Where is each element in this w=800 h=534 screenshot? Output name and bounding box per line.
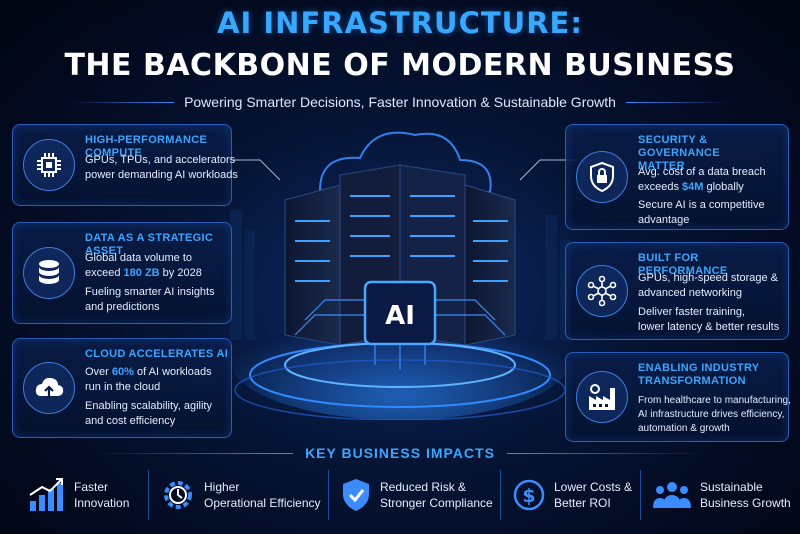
card-text: advantage [638, 214, 690, 226]
card-text-highlight: Over 60% of AI workloads [85, 366, 212, 378]
impacts-title: KEY BUSINESS IMPACTS [305, 445, 495, 461]
highlight-value: 60% [111, 366, 134, 378]
card-text: GPUs, high-speed storage & [638, 272, 779, 284]
impacts-divider-right [506, 452, 707, 454]
card-text: AI infrastructure drives efficiency, [638, 409, 785, 420]
network-nodes-icon [576, 265, 628, 317]
server-leds [295, 195, 508, 282]
ai-chip-label: AI [385, 301, 415, 331]
card-text-highlight: exceeds $4M globally [638, 181, 744, 193]
growth-chart-icon [29, 478, 63, 511]
card-built-for-performance: BUILT FOR PERFORMANCE GPUs, high-speed s… [565, 242, 789, 340]
card-title: DATA AS A STRATEGIC ASSET [85, 232, 214, 257]
card-high-performance-compute: HIGH-PERFORMANCE COMPUTE GPUs, TPUs, and… [12, 124, 238, 206]
impacts-header: KEY BUSINESS IMPACTS [0, 444, 800, 462]
ai-server-graphic: AI [230, 131, 570, 420]
people-group-icon [653, 482, 691, 508]
card-text: GPUs, TPUs, and accelerators [85, 154, 236, 166]
card-text: From healthcare to manufacturing, [638, 395, 791, 406]
title-line-2: THE BACKBONE OF MODERN BUSINESS [64, 48, 736, 83]
card-text: Deliver faster training, [638, 306, 745, 318]
card-text: Avg. cost of a data breach [638, 166, 766, 178]
factory-gear-icon [576, 371, 628, 423]
subtitle-row: Powering Smarter Decisions, Faster Innov… [70, 92, 730, 112]
card-text: power demanding AI workloads [85, 169, 238, 181]
card-text: run in the cloud [85, 381, 161, 393]
impact-reduced-risk: Reduced Risk &Stronger Compliance [340, 466, 493, 524]
ai-chip [363, 280, 437, 346]
card-text: advanced networking [638, 287, 742, 299]
circuit-traces [294, 299, 506, 370]
card-title: CLOUD ACCELERATES AI [85, 348, 229, 360]
cloud-icon [318, 131, 492, 194]
impacts-divider-left [93, 452, 294, 454]
cpu-chip-icon [23, 139, 75, 191]
impact-separator [148, 470, 149, 520]
card-title: BUILT FOR PERFORMANCE [638, 252, 728, 277]
card-text: Enabling scalability, agility [85, 400, 212, 412]
impact-label: Reduced Risk &Stronger Compliance [380, 480, 493, 510]
impact-label: Lower Costs &Better ROI [554, 480, 633, 510]
card-title: HIGH-PERFORMANCE COMPUTE [85, 134, 208, 159]
card-text-highlight: exceed 180 ZB by 2028 [85, 267, 202, 279]
subtitle: Powering Smarter Decisions, Faster Innov… [184, 94, 616, 110]
impact-separator [500, 470, 501, 520]
impact-separator [328, 470, 329, 520]
card-text: and predictions [85, 301, 160, 313]
subtitle-divider-right [625, 101, 730, 103]
card-text: lower latency & better results [638, 321, 780, 333]
highlight-value: $4M [682, 181, 704, 193]
impact-separator [640, 470, 641, 520]
shield-check-icon [343, 479, 369, 511]
card-text: Fueling smarter AI insights [85, 286, 215, 298]
gear-clock-icon [164, 481, 192, 509]
title-line-1: AI INFRASTRUCTURE: [217, 6, 583, 40]
dollar-coin-icon: $ [513, 479, 545, 511]
database-icon [23, 247, 75, 299]
card-text: Global data volume to [85, 252, 193, 264]
lock-shield-icon [576, 151, 628, 203]
card-text: automation & growth [638, 423, 730, 434]
svg-text:$: $ [522, 485, 535, 507]
impact-lower-costs: $ Lower Costs &Better ROI [512, 466, 632, 524]
cloud-upload-icon [23, 362, 75, 414]
highlight-value: 180 ZB [123, 267, 160, 279]
card-text: Secure AI is a competitive [638, 199, 765, 211]
subtitle-divider-left [70, 101, 175, 103]
card-data-strategic-asset: DATA AS A STRATEGIC ASSET Global data vo… [12, 222, 232, 324]
card-text: and cost efficiency [85, 415, 176, 427]
card-cloud-accelerates-ai: CLOUD ACCELERATES AI Over 60% of AI work… [12, 338, 232, 438]
card-connectors [225, 159, 575, 181]
